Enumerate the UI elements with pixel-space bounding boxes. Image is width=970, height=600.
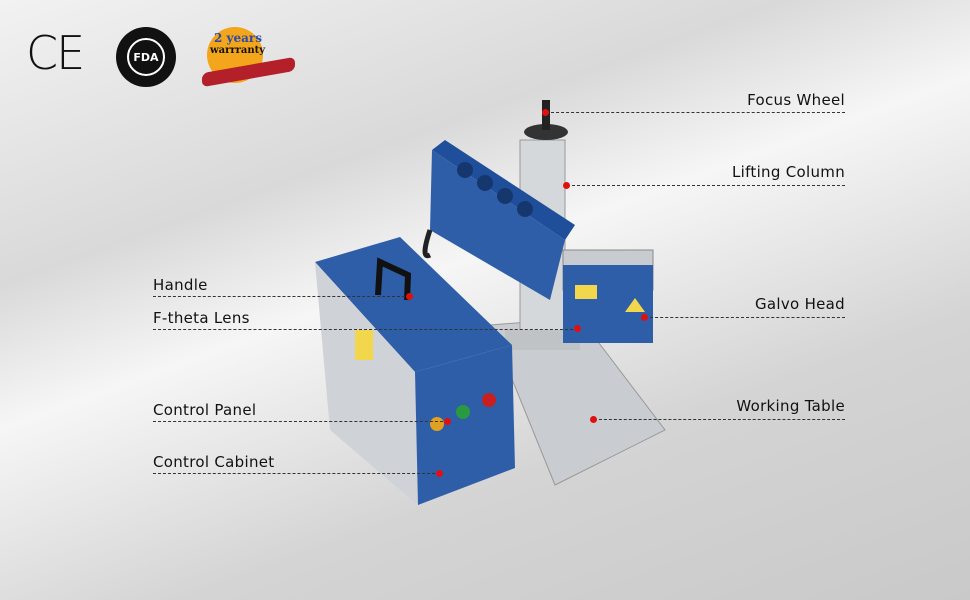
leader-line-handle bbox=[153, 296, 410, 297]
leader-line-lifting-column bbox=[567, 185, 845, 186]
leader-line-f-theta-lens bbox=[153, 329, 578, 330]
marker-f-theta-lens bbox=[574, 325, 581, 332]
marker-lifting-column bbox=[563, 182, 570, 189]
label-working-table: Working Table bbox=[736, 397, 845, 415]
marker-working-table bbox=[590, 416, 597, 423]
leader-line-working-table bbox=[594, 419, 845, 420]
marker-focus-wheel bbox=[542, 109, 549, 116]
label-control-panel: Control Panel bbox=[153, 401, 257, 419]
marker-galvo-head bbox=[641, 314, 648, 321]
ce-mark-logo: CE bbox=[26, 26, 85, 80]
leader-line-control-cabinet bbox=[153, 473, 440, 474]
label-handle: Handle bbox=[153, 276, 208, 294]
two-year-warranty-logo: 2 years warrranty bbox=[202, 25, 297, 88]
label-f-theta-lens: F-theta Lens bbox=[153, 309, 250, 327]
leader-line-galvo-head bbox=[645, 317, 845, 318]
label-focus-wheel: Focus Wheel bbox=[747, 91, 845, 109]
marker-control-cabinet bbox=[436, 470, 443, 477]
label-control-cabinet: Control Cabinet bbox=[153, 453, 275, 471]
leader-line-focus-wheel bbox=[546, 112, 845, 113]
marker-control-panel bbox=[444, 418, 451, 425]
label-lifting-column: Lifting Column bbox=[731, 163, 845, 181]
marker-handle bbox=[406, 293, 413, 300]
label-galvo-head: Galvo Head bbox=[754, 295, 845, 313]
leader-line-control-panel bbox=[153, 421, 448, 422]
fda-approved-logo: FDA bbox=[116, 27, 176, 87]
